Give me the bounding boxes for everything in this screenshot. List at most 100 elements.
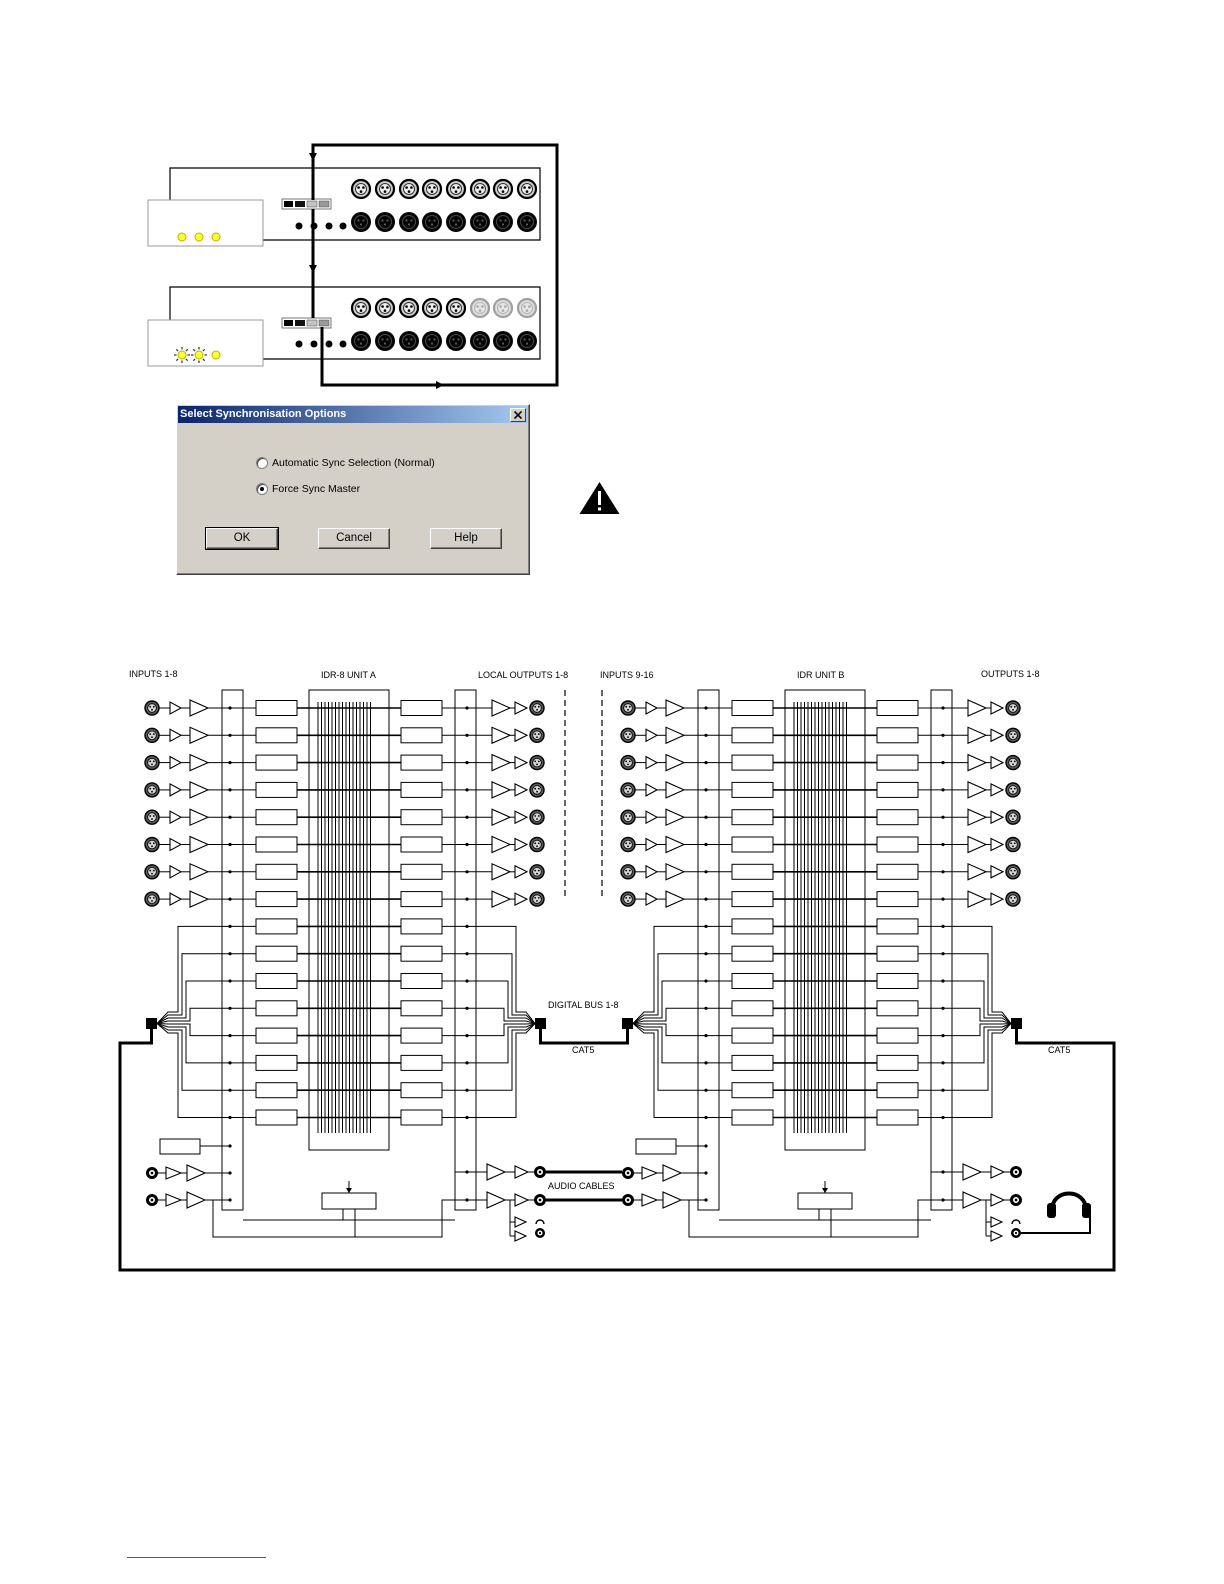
headphone-buffer	[991, 1231, 1002, 1241]
connector-pin	[431, 223, 433, 225]
cancel-button[interactable]: Cancel	[318, 528, 390, 549]
junction-dot	[228, 816, 231, 819]
junction-dot	[704, 788, 707, 791]
xlr-pin	[362, 186, 365, 189]
output-buffer	[515, 811, 527, 823]
xlr-pin	[536, 873, 538, 875]
output-driver	[968, 891, 986, 907]
xlr-pin	[504, 186, 507, 189]
xlr-pin	[408, 190, 411, 193]
xlr-pin	[151, 791, 153, 793]
dialog-title-bar[interactable]: Select Synchronisation Options	[178, 406, 528, 423]
jack-hole	[1015, 1232, 1017, 1234]
close-button[interactable]	[510, 408, 526, 422]
xlr-pin	[534, 842, 536, 844]
xlr-connector-icon	[423, 180, 441, 198]
connector-pin	[357, 338, 359, 340]
radio-button[interactable]	[256, 457, 268, 469]
jack-input-icon	[146, 1167, 158, 1179]
input-processing-block	[256, 1110, 297, 1125]
radio-force-sync-master[interactable]: Force Sync Master	[256, 482, 496, 496]
xlr-pin	[625, 706, 627, 708]
input-processing-block	[256, 1055, 297, 1070]
junction-dot	[704, 1144, 707, 1147]
xlr-face	[148, 813, 157, 822]
connector-pin	[410, 219, 412, 221]
connector-pin	[528, 338, 530, 340]
junction-dot	[228, 761, 231, 764]
jack-output-icon	[1010, 1194, 1022, 1206]
radio-automatic-sync[interactable]: Automatic Sync Selection (Normal)	[256, 456, 496, 470]
junction-dot	[704, 898, 707, 901]
help-button[interactable]: Help	[430, 528, 502, 549]
connector-pin	[499, 219, 501, 221]
cat5-cable-a-to-b	[541, 1029, 628, 1043]
output-driver	[492, 727, 510, 743]
arrow-down-icon	[309, 265, 317, 273]
output-processing-block	[877, 1110, 918, 1125]
port-4	[319, 320, 329, 326]
xlr-input-icon	[145, 892, 159, 906]
xlr-input-icon	[621, 728, 635, 742]
output-processing-block	[877, 864, 918, 879]
output-processing-block	[401, 1001, 442, 1016]
xlr-pin	[625, 761, 627, 763]
xlr-output-connector-icon	[446, 212, 466, 232]
junction-dot	[228, 979, 231, 982]
ok-button[interactable]: OK	[206, 528, 278, 549]
xlr-pin	[479, 309, 482, 312]
sync-options-dialog: Select Synchronisation Options Automatic…	[176, 404, 530, 575]
xlr-output-icon	[1006, 838, 1020, 852]
connector-pin	[433, 219, 435, 221]
xlr-connector-icon	[376, 299, 394, 317]
headphone-jack-icon	[535, 1228, 545, 1238]
xlr-face	[624, 840, 633, 849]
xlr-pin	[538, 815, 540, 817]
preamp	[663, 1165, 681, 1181]
footer-link[interactable]	[127, 1557, 266, 1558]
xlr-input-icon	[621, 756, 635, 770]
digital-bus-line	[476, 981, 535, 1024]
xlr-pin	[1010, 842, 1012, 844]
junction-dot	[465, 1116, 468, 1119]
xlr-connector-icon	[518, 299, 536, 317]
radio-button[interactable]	[256, 483, 268, 495]
output-buffer	[991, 1166, 1004, 1178]
input-buffer	[170, 866, 181, 878]
xlr-pin	[502, 309, 505, 312]
input-buffer	[170, 893, 181, 905]
input-buffer	[646, 893, 657, 905]
junction-dot	[465, 870, 468, 873]
output-driver	[487, 1192, 505, 1208]
label-audio-cables: AUDIO CABLES	[548, 1181, 615, 1191]
label-unit-b: IDR UNIT B	[797, 670, 844, 680]
jack-hole	[1015, 1199, 1018, 1202]
xlr-pin	[149, 870, 151, 872]
xlr-face	[533, 704, 542, 713]
preamp	[187, 1165, 205, 1181]
xlr-face	[148, 868, 157, 877]
output-driver	[487, 1164, 505, 1180]
xlr-pin	[481, 186, 484, 189]
output-processing-block	[877, 946, 918, 961]
panel-socket	[311, 341, 318, 348]
clock-input-block	[636, 1139, 676, 1154]
output-buffer	[515, 1166, 528, 1178]
output-buffer	[991, 702, 1003, 714]
xlr-pin	[410, 186, 413, 189]
xlr-pin	[499, 305, 502, 308]
connector-pin	[452, 219, 454, 221]
digital-bus-line	[633, 1024, 698, 1118]
junction-dot	[704, 761, 707, 764]
headphone-symbol	[536, 1220, 544, 1224]
unit-b-signal-flow	[621, 690, 1022, 1241]
xlr-pin	[534, 761, 536, 763]
label-digital-bus: DIGITAL BUS 1-8	[548, 1000, 619, 1010]
clock-input-block	[160, 1139, 200, 1154]
output-buffer	[515, 729, 527, 741]
xlr-pin	[476, 186, 479, 189]
led-indicator-icon	[178, 233, 186, 241]
input-processing-block	[732, 1028, 773, 1043]
digital-bus-line	[952, 1008, 1011, 1023]
xlr-output-connector-icon	[351, 212, 371, 232]
